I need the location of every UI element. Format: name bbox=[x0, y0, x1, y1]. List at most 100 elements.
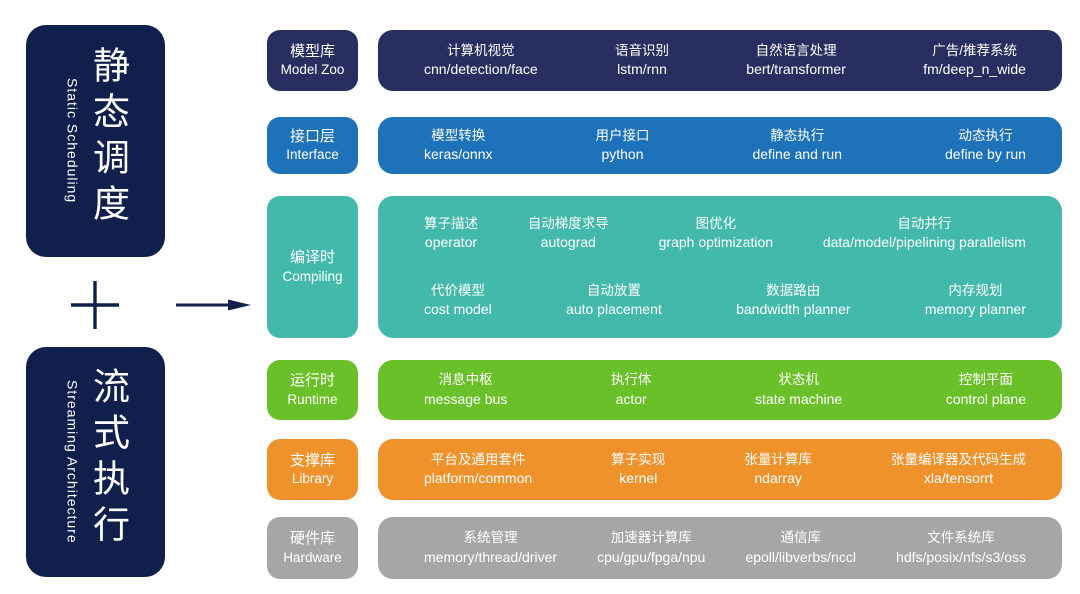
plus-icon bbox=[68, 278, 122, 337]
component-item-zh: 静态执行 bbox=[770, 127, 825, 143]
layer-content-runtime: 消息中枢 message bus 执行体 actor 状态机 state machine 控… bbox=[378, 360, 1062, 420]
layer-label-en: Interface bbox=[286, 147, 339, 163]
component-item-zh: 平台及通用套件 bbox=[430, 451, 526, 467]
streaming-architecture-title: 流式执行 bbox=[87, 367, 129, 551]
layer-label-zh: 接口层 bbox=[289, 127, 335, 145]
component-item-zh: 加速器计算库 bbox=[610, 530, 692, 546]
component-item-zh: 张量编译器及代码生成 bbox=[890, 451, 1026, 467]
component-item-en: python bbox=[601, 146, 644, 163]
component-item-en: cost model bbox=[424, 301, 492, 318]
component-item-en: memory planner bbox=[924, 301, 1026, 318]
streaming-architecture-box: Streaming Architecture 流式执行 bbox=[26, 347, 165, 577]
component-item-en: cnn/detection/face bbox=[424, 61, 538, 78]
component-item: 执行体 actor bbox=[611, 370, 652, 409]
component-item-zh: 控制平面 bbox=[958, 372, 1013, 388]
component-item: 加速器计算库 cpu/gpu/fpga/npu bbox=[597, 528, 705, 567]
component-item-en: state machine bbox=[755, 390, 843, 407]
component-item-zh: 执行体 bbox=[610, 372, 652, 388]
component-item: 计算机视觉 cnn/detection/face bbox=[424, 41, 538, 80]
component-item-zh: 自动放置 bbox=[586, 282, 641, 298]
component-item-en: control plane bbox=[945, 390, 1026, 407]
component-item: 通信库 epoll/libverbs/nccl bbox=[745, 528, 856, 567]
component-item-zh: 计算机视觉 bbox=[447, 42, 515, 58]
component-item: 张量编译器及代码生成 xla/tensorrt bbox=[891, 450, 1026, 489]
component-item-en: platform/common bbox=[424, 470, 533, 487]
layer-label-zh: 硬件库 bbox=[289, 530, 335, 548]
component-item-zh: 算子实现 bbox=[611, 451, 666, 467]
item-line: 消息中枢 message bus 执行体 actor 状态机 state machine 控… bbox=[424, 370, 1026, 409]
component-item-en: memory/thread/driver bbox=[424, 548, 558, 565]
component-item-en: auto placement bbox=[566, 301, 662, 318]
component-item-en: keras/onnx bbox=[424, 146, 493, 163]
component-item-zh: 用户接口 bbox=[595, 127, 650, 143]
layer-label-zh: 编译时 bbox=[289, 249, 335, 267]
layer-label-zh: 运行时 bbox=[289, 372, 335, 390]
component-item-zh: 代价模型 bbox=[430, 282, 485, 298]
component-item: 平台及通用套件 platform/common bbox=[424, 450, 532, 489]
static-scheduling-title: 静态调度 bbox=[87, 46, 129, 230]
component-item-en: actor bbox=[615, 390, 647, 407]
component-item-en: lstm/rnn bbox=[617, 61, 667, 78]
layer-label-en: Compiling bbox=[282, 268, 343, 284]
component-item: 自动放置 auto placement bbox=[566, 281, 662, 320]
layer-label-en: Runtime bbox=[287, 391, 338, 407]
component-item-zh: 动态执行 bbox=[958, 127, 1013, 143]
component-item-en: bert/transformer bbox=[746, 61, 846, 78]
right-arrow-icon bbox=[174, 297, 252, 318]
static-scheduling-subtitle: Static Scheduling bbox=[64, 78, 81, 204]
component-item: 状态机 state machine bbox=[755, 370, 842, 409]
component-item: 系统管理 memory/thread/driver bbox=[424, 528, 557, 567]
component-item-en: operator bbox=[424, 234, 478, 251]
layer-label-zh: 模型库 bbox=[289, 42, 335, 60]
component-item-en: cpu/gpu/fpga/npu bbox=[597, 548, 706, 565]
component-item-zh: 消息中枢 bbox=[438, 372, 493, 388]
layer-label-en: Hardware bbox=[283, 549, 342, 565]
static-scheduling-box: Static Scheduling 静态调度 bbox=[26, 25, 165, 257]
layer-label-en: Library bbox=[291, 471, 334, 487]
item-line: 系统管理 memory/thread/driver 加速器计算库 cpu/gpu/fp… bbox=[424, 528, 1026, 567]
component-item: 用户接口 python bbox=[595, 126, 649, 165]
component-item-en: define by run bbox=[945, 146, 1026, 163]
component-item: 消息中枢 message bus bbox=[424, 370, 507, 409]
layer-label-zh: 支撑库 bbox=[289, 451, 335, 469]
component-item-en: message bus bbox=[424, 390, 508, 407]
component-item-zh: 图优化 bbox=[695, 215, 737, 231]
component-item-en: epoll/libverbs/nccl bbox=[745, 548, 856, 565]
component-item-zh: 自动并行 bbox=[897, 215, 952, 231]
component-item-zh: 通信库 bbox=[780, 530, 821, 546]
component-item-zh: 状态机 bbox=[778, 372, 819, 388]
layer-label-interface: 接口层 Interface bbox=[267, 117, 358, 174]
component-item-en: xla/tensorrt bbox=[923, 470, 994, 487]
component-item-en: data/model/pipelining parallelism bbox=[822, 234, 1026, 251]
component-item-zh: 系统管理 bbox=[463, 530, 518, 546]
component-item-zh: 自然语言处理 bbox=[755, 42, 837, 58]
component-item-zh: 广告/推荐系统 bbox=[932, 42, 1017, 58]
component-item-zh: 张量计算库 bbox=[744, 451, 812, 467]
streaming-architecture-subtitle: Streaming Architecture bbox=[64, 380, 81, 544]
